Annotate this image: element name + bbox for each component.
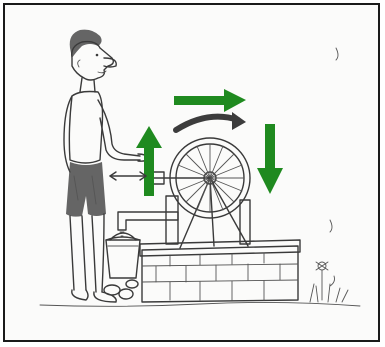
spout-pipe <box>117 195 179 245</box>
illustration-frame <box>3 3 380 342</box>
double-headed-arrow-icon <box>109 171 147 181</box>
right-arrow-icon <box>174 89 246 112</box>
brick-well <box>139 239 301 303</box>
sketch-mark <box>335 47 339 61</box>
stones <box>103 279 139 300</box>
plant-flower <box>309 261 349 303</box>
up-arrow-icon <box>136 126 162 196</box>
sketch-mark <box>329 219 333 233</box>
curved-rotation-arrow-icon <box>173 112 246 133</box>
man-figure <box>63 29 149 303</box>
pump-wheel <box>149 137 251 249</box>
ground-line <box>39 301 361 307</box>
bucket <box>105 232 141 279</box>
down-arrow-icon <box>257 124 283 194</box>
